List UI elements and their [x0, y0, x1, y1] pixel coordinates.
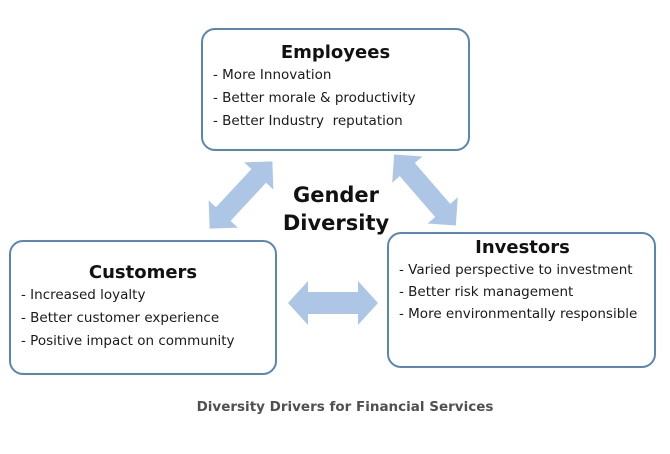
- center-label-line2: Diversity: [282, 211, 390, 235]
- center-label: Gender Diversity: [276, 181, 396, 237]
- double-arrow-icon: [392, 154, 458, 226]
- employees-item: - Better morale & productivity: [213, 90, 416, 106]
- customers-item: - Positive impact on community: [21, 333, 235, 349]
- investors-item: - Varied perspective to investment: [399, 262, 633, 278]
- customers-box: Customers - Increased loyalty - Better c…: [9, 240, 277, 375]
- employees-title: Employees: [280, 42, 391, 63]
- center-label-line1: Gender: [292, 183, 380, 207]
- customers-title: Customers: [88, 262, 198, 283]
- investors-title: Investors: [475, 237, 570, 258]
- investors-item: - More environmentally responsible: [399, 306, 638, 322]
- customers-item: - Better customer experience: [21, 310, 220, 326]
- diagram-caption: Diversity Drivers for Financial Services: [196, 399, 494, 415]
- investors-item: - Better risk management: [399, 284, 574, 300]
- customers-item: - Increased loyalty: [21, 287, 146, 303]
- employees-item: - Better Industry reputation: [213, 113, 403, 129]
- double-arrow-icon: [288, 281, 378, 325]
- employees-item: - More Innovation: [213, 67, 332, 83]
- double-arrow-icon: [208, 161, 274, 229]
- investors-box: Investors - Varied perspective to invest…: [387, 232, 656, 368]
- employees-box: Employees - More Innovation - Better mor…: [201, 28, 470, 151]
